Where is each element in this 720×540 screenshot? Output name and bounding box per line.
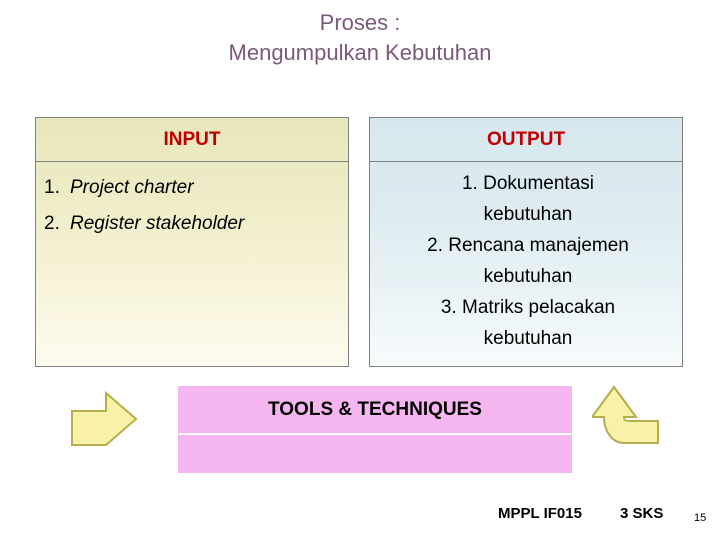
list-item-number: 1. — [44, 177, 60, 198]
list-item-line1: 3. Matriks pelacakan — [440, 297, 616, 318]
list-item-number: 2. — [44, 213, 60, 234]
list-item: 2. Rencana manajemen kebutuhan — [376, 230, 680, 292]
list-item: 1. Dokumentasi kebutuhan — [376, 168, 680, 230]
tools-techniques-body — [179, 435, 571, 473]
tools-techniques-label: TOOLS & TECHNIQUES — [268, 399, 482, 420]
page-title: Proses : Mengumpulkan Kebutuhan — [228, 10, 492, 65]
list-item-line2: kebutuhan — [483, 266, 573, 287]
list-item-label: Project charter — [70, 177, 194, 198]
tools-techniques-panel: TOOLS & TECHNIQUES — [178, 386, 572, 473]
footer-page-number: 15 — [694, 512, 707, 524]
list-item-label: Register stakeholder — [70, 213, 245, 234]
right-arrow-icon — [592, 385, 659, 444]
input-header: INPUT — [36, 118, 348, 162]
list-item: 1. Project charter — [44, 170, 344, 206]
footer-course-code: MPPL IF015 — [498, 505, 582, 522]
output-panel: OUTPUT 1. Dokumentasi kebutuhan 2. Renca… — [369, 117, 683, 367]
output-list: 1. Dokumentasi kebutuhan 2. Rencana mana… — [376, 168, 680, 354]
input-list: 1. Project charter 2. Register stakehold… — [44, 170, 344, 242]
left-arrow-icon — [71, 390, 138, 446]
input-panel: INPUT 1. Project charter 2. Register sta… — [35, 117, 349, 367]
list-item-line1: 1. Dokumentasi — [461, 173, 594, 194]
list-item: 2. Register stakeholder — [44, 206, 344, 242]
output-header: OUTPUT — [370, 118, 682, 162]
list-item-line2: kebutuhan — [483, 204, 573, 225]
list-item-line1: 2. Rencana manajemen — [427, 235, 629, 256]
divider — [179, 433, 571, 435]
footer-credits: 3 SKS — [620, 505, 664, 522]
list-item-line2: kebutuhan — [483, 328, 573, 349]
list-item: 3. Matriks pelacakan kebutuhan — [376, 292, 680, 354]
